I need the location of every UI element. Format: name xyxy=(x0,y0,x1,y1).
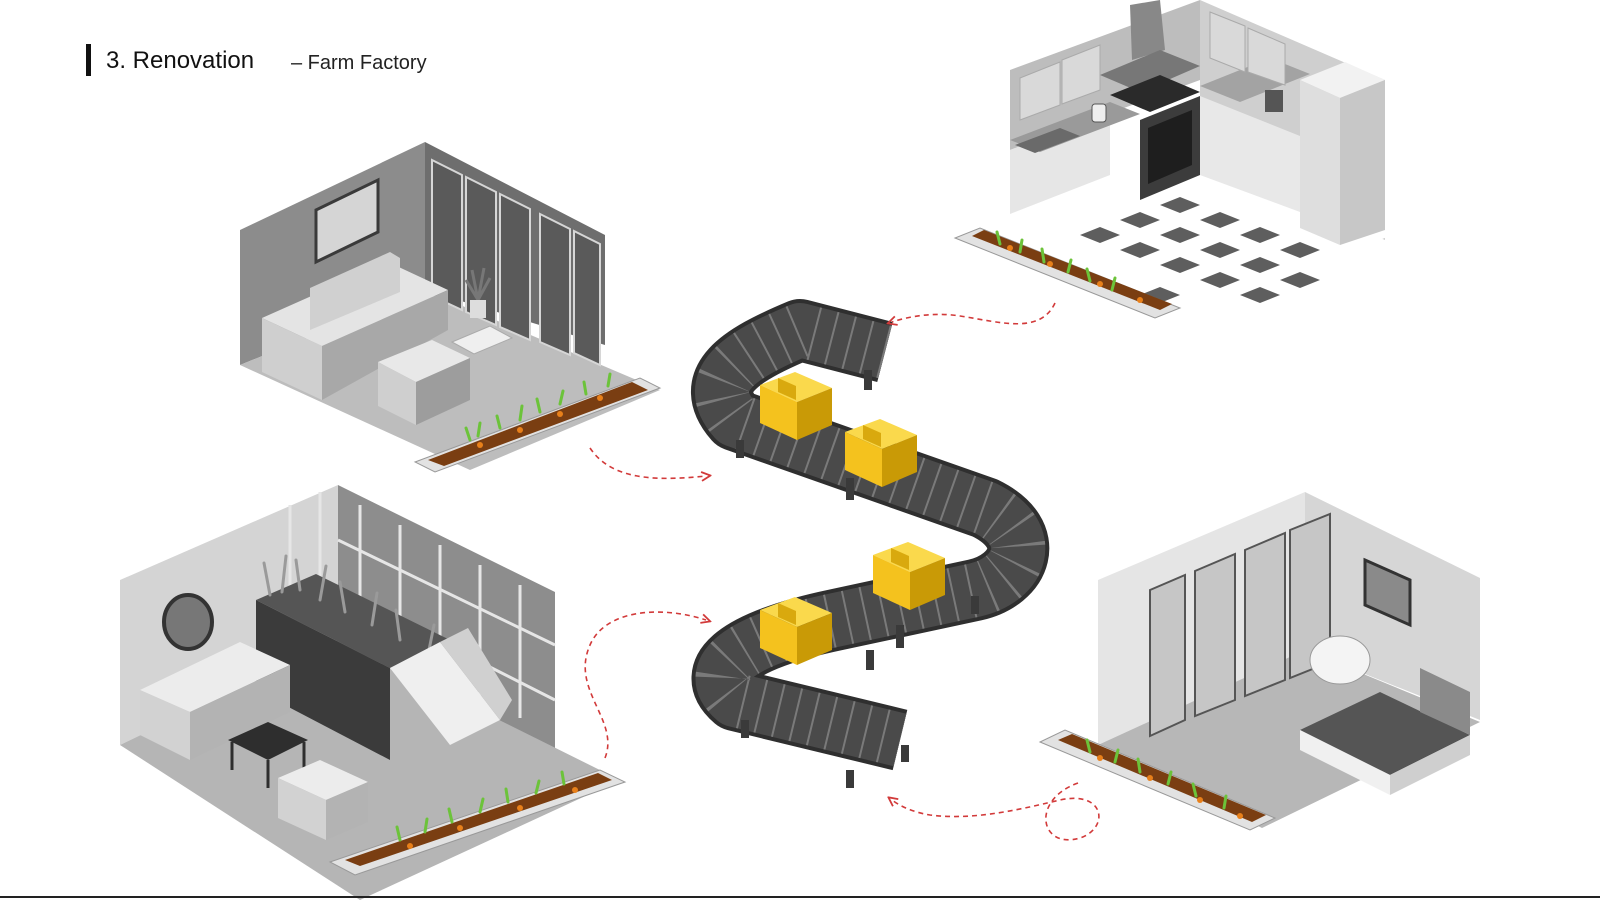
bedroom-illustration xyxy=(1038,492,1480,831)
title-accent-bar xyxy=(86,44,91,76)
cardboard-box-icon xyxy=(760,597,832,665)
arrow-staircase-to-conveyor xyxy=(584,611,706,759)
living-room-illustration xyxy=(240,142,662,473)
conveyor-belt-illustration xyxy=(691,299,1050,788)
arrow-living-to-conveyor xyxy=(589,447,706,478)
cardboard-box-icon xyxy=(760,372,832,440)
bottom-border xyxy=(0,896,1600,898)
cardboard-box-icon xyxy=(845,419,917,487)
arrow-bedroom-to-conveyor xyxy=(892,782,1100,841)
arrow-kitchen-to-conveyor xyxy=(892,302,1056,324)
staircase-room-illustration xyxy=(120,485,627,900)
kitchen-illustration xyxy=(953,0,1400,330)
cardboard-box-icon xyxy=(873,542,945,610)
page-title: 3. Renovation xyxy=(106,47,255,74)
page-subtitle: – Farm Factory xyxy=(291,52,427,74)
